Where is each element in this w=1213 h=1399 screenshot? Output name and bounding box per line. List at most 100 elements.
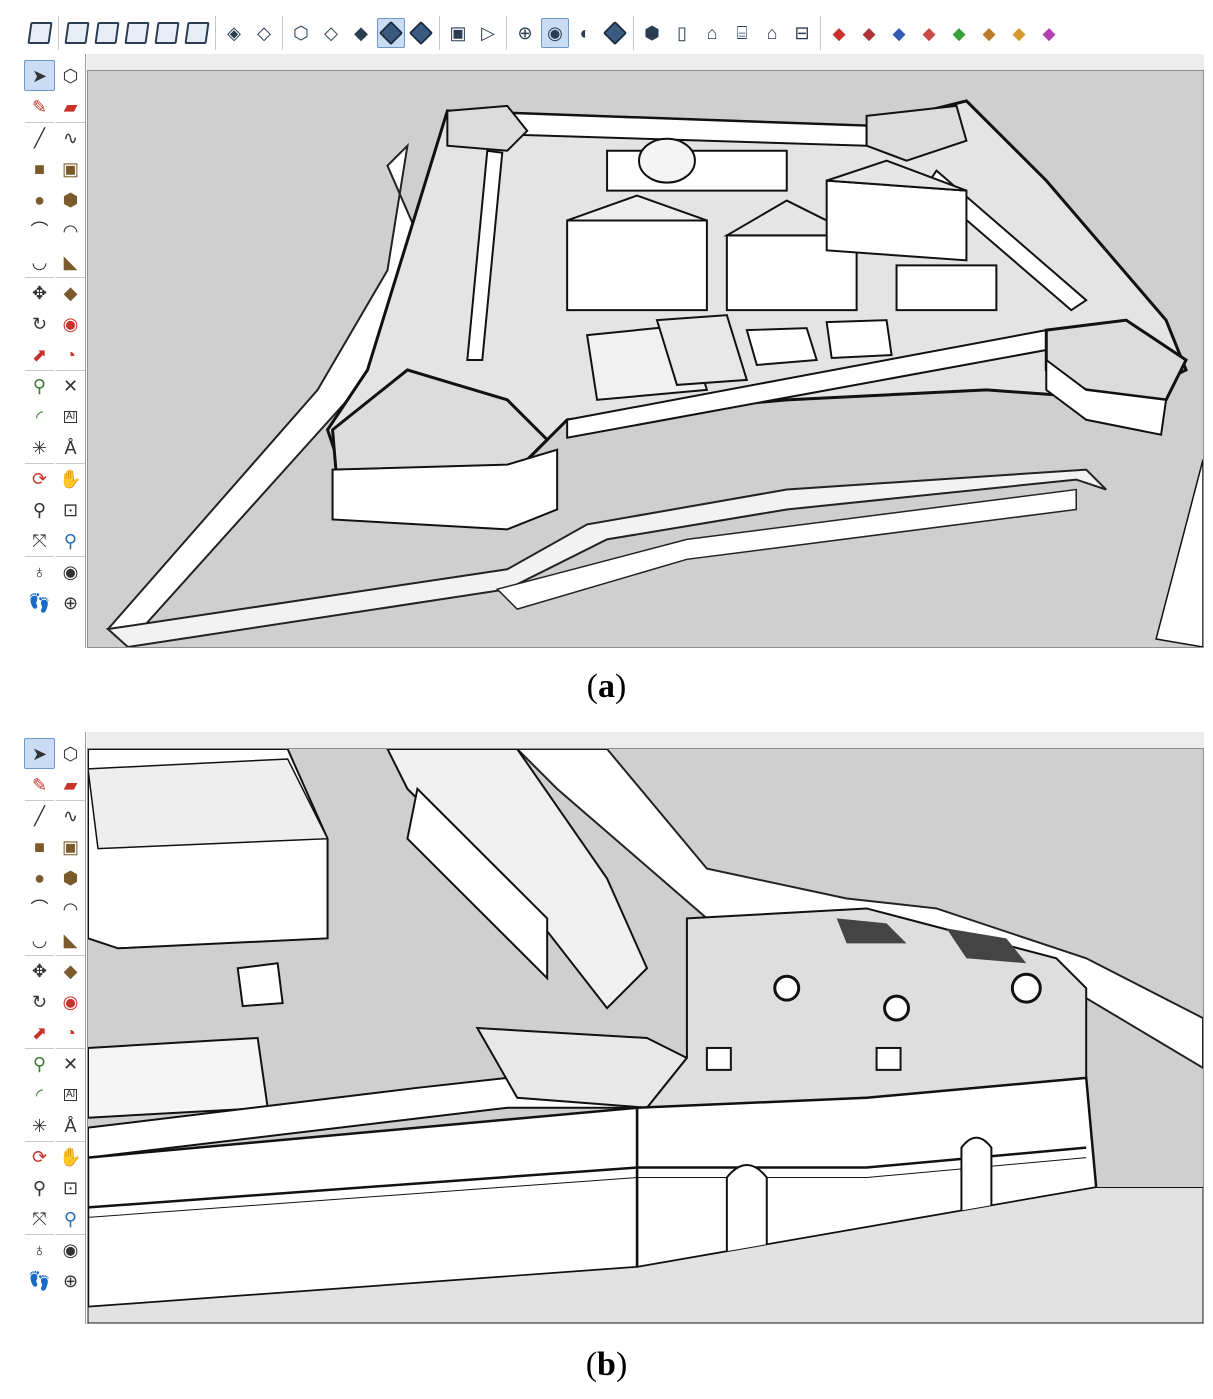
polygon-tool-icon[interactable]: ⬢ xyxy=(62,189,79,210)
freehand-tool-icon[interactable]: ∿ xyxy=(55,122,86,153)
section-plane-tool-icon[interactable]: ⊕ xyxy=(62,1270,79,1291)
push-pull-icon[interactable]: ◆ xyxy=(832,23,846,43)
top-view-icon[interactable] xyxy=(123,18,151,48)
select-tool-icon[interactable]: ➤ xyxy=(24,60,55,91)
solid-subtract-icon[interactable]: ◆ xyxy=(922,23,936,43)
eraser-tool-icon[interactable]: ▰ xyxy=(63,774,78,795)
arc-tool-icon[interactable]: ⌒ xyxy=(30,220,49,241)
camera-standard-icon[interactable] xyxy=(63,18,91,48)
move-tool-icon[interactable]: ✥ xyxy=(24,955,55,986)
shaded-textures-icon[interactable] xyxy=(377,18,405,48)
pan-tool-icon[interactable]: ✋ xyxy=(55,1141,86,1172)
protractor-tool-icon[interactable]: ◜ xyxy=(36,406,43,427)
scale-tool-icon[interactable]: ⬈ xyxy=(31,1022,48,1043)
freehand-tool-icon[interactable]: ∿ xyxy=(55,800,86,831)
walk-tool-icon[interactable]: 👣 xyxy=(28,1270,51,1291)
axes-tool-icon[interactable]: ✳ xyxy=(31,1115,48,1136)
solid-union-icon[interactable]: ◆ xyxy=(862,23,876,43)
line-tool-icon[interactable]: ╱ xyxy=(24,800,55,831)
section-plane-icon[interactable]: ▣ xyxy=(449,23,467,43)
tape-measure-icon[interactable]: ⚲ xyxy=(24,1048,55,1079)
solid-trim-icon[interactable]: ◆ xyxy=(952,23,966,43)
text-tool-icon[interactable]: Al xyxy=(55,401,86,432)
previous-view-icon[interactable]: ⚲ xyxy=(63,530,78,551)
zoom-tool-icon[interactable]: ⚲ xyxy=(32,1177,47,1198)
zoom-extents-icon[interactable]: ⤧ xyxy=(32,530,47,551)
orbit-tool-icon[interactable]: ⟳ xyxy=(24,463,55,494)
model-viewport[interactable] xyxy=(87,748,1204,1324)
house-icon[interactable]: ⌂ xyxy=(706,23,718,43)
hidden-line-icon[interactable]: ◇ xyxy=(324,23,338,43)
position-camera-icon[interactable]: ♁ xyxy=(24,1234,55,1265)
sandbox-icon[interactable]: ◐ xyxy=(579,23,591,43)
circle-tool-icon[interactable]: ● xyxy=(34,189,45,210)
section-display-icon[interactable]: ▷ xyxy=(481,23,495,43)
two-point-icon[interactable]: ◉ xyxy=(541,18,569,48)
outer-shell-icon[interactable]: ◆ xyxy=(1012,23,1026,43)
protractor-tool-icon[interactable]: ◜ xyxy=(36,1084,43,1105)
push-pull-tool-icon[interactable]: ◆ xyxy=(55,277,86,308)
solid-extra-icon[interactable]: ◆ xyxy=(1042,23,1056,43)
building-icon[interactable]: ⌸ xyxy=(736,23,748,43)
zoom-window-icon[interactable]: ⊡ xyxy=(62,1177,79,1198)
orbit-tool-icon[interactable]: ⟳ xyxy=(24,1141,55,1172)
move-tool-icon[interactable]: ✥ xyxy=(24,277,55,308)
dimension-tool-icon[interactable]: ✕ xyxy=(55,1048,86,1079)
section-plane-tool-icon[interactable]: ⊕ xyxy=(62,592,79,613)
arc-tool-icon[interactable]: ⌒ xyxy=(30,898,49,919)
monochrome-icon[interactable] xyxy=(407,18,435,48)
circle-tool-icon[interactable]: ● xyxy=(34,867,45,888)
perspective-icon[interactable]: ⊕ xyxy=(517,23,533,43)
zoom-tool-icon[interactable]: ⚲ xyxy=(32,499,47,520)
iso-view-icon[interactable] xyxy=(93,18,121,48)
three-point-arc-icon[interactable]: ◡ xyxy=(31,251,48,272)
two-point-arc-icon[interactable]: ◣ xyxy=(63,251,78,272)
component-icon[interactable] xyxy=(26,18,54,48)
follow-me-tool-icon[interactable]: ◉ xyxy=(62,313,79,334)
zoom-extents-icon[interactable]: ⤧ xyxy=(32,1208,47,1229)
shaded-icon[interactable]: ◆ xyxy=(354,23,368,43)
dimension-tool-icon[interactable]: ✕ xyxy=(55,370,86,401)
pie-tool-icon[interactable]: ◠ xyxy=(62,220,79,241)
front-view-icon[interactable] xyxy=(153,18,181,48)
back-edges-icon[interactable]: ◇ xyxy=(257,23,271,43)
rectangle-tool-icon[interactable]: ■ xyxy=(34,158,45,179)
line-tool-icon[interactable]: ╱ xyxy=(24,122,55,153)
rotated-rectangle-tool-icon[interactable]: ▣ xyxy=(61,836,79,857)
right-view-icon[interactable] xyxy=(183,18,211,48)
make-component-tool-icon[interactable]: ⬡ xyxy=(62,743,79,764)
three-point-arc-icon[interactable]: ◡ xyxy=(31,929,48,950)
zoom-window-icon[interactable]: ⊡ xyxy=(62,499,79,520)
pan-tool-icon[interactable]: ✋ xyxy=(55,463,86,494)
scale-tool-icon[interactable]: ⬈ xyxy=(31,344,48,365)
push-pull-tool-icon[interactable]: ◆ xyxy=(55,955,86,986)
two-point-arc-icon[interactable]: ◣ xyxy=(63,929,78,950)
rotate-tool-icon[interactable]: ↻ xyxy=(31,991,48,1012)
warehouse-icon[interactable]: ⬢ xyxy=(644,23,660,43)
model-viewport[interactable] xyxy=(87,70,1204,648)
eraser-tool-icon[interactable]: ▰ xyxy=(63,96,78,117)
wireframe-icon[interactable]: ⬡ xyxy=(293,23,309,43)
3d-text-tool-icon[interactable]: Å xyxy=(64,1115,77,1136)
select-tool-icon[interactable]: ➤ xyxy=(24,738,55,769)
rotate-tool-icon[interactable]: ↻ xyxy=(31,313,48,334)
tape-measure-icon[interactable]: ⚲ xyxy=(24,370,55,401)
text-tool-icon[interactable]: Al xyxy=(55,1079,86,1110)
offset-tool-icon[interactable]: ◔ xyxy=(65,1022,76,1043)
look-around-icon[interactable]: ◉ xyxy=(55,1234,86,1265)
previous-view-icon[interactable]: ⚲ xyxy=(63,1208,78,1229)
rotated-rectangle-tool-icon[interactable]: ▣ xyxy=(61,158,79,179)
rectangle-tool-icon[interactable]: ■ xyxy=(34,836,45,857)
look-around-icon[interactable]: ◉ xyxy=(55,556,86,587)
make-component-tool-icon[interactable]: ⬡ xyxy=(62,65,79,86)
house-outline-icon[interactable]: ⌂ xyxy=(766,23,778,43)
solid-split-icon[interactable]: ◆ xyxy=(982,23,996,43)
position-camera-icon[interactable]: ♁ xyxy=(24,556,55,587)
walk-tool-icon[interactable]: 👣 xyxy=(28,592,51,613)
roof-icon[interactable]: ⊟ xyxy=(794,23,810,43)
solid-intersect-icon[interactable]: ◆ xyxy=(892,23,906,43)
3d-text-tool-icon[interactable]: Å xyxy=(64,437,77,458)
section-cuts-icon[interactable] xyxy=(601,18,629,48)
pie-tool-icon[interactable]: ◠ xyxy=(62,898,79,919)
paint-bucket-tool-icon[interactable]: ✎ xyxy=(31,96,48,117)
